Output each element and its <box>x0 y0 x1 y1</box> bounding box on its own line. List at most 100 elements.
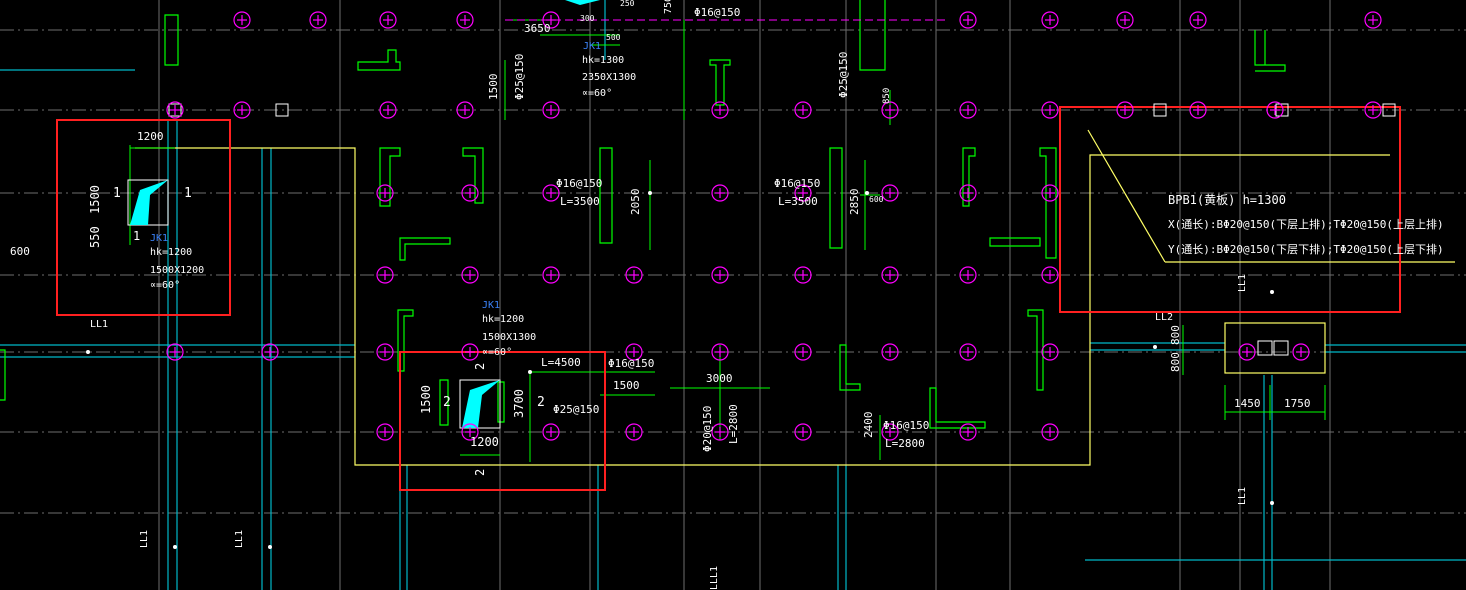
pile-marker <box>1266 101 1284 119</box>
rebar-mid2-bar: Φ16@150 <box>774 177 821 190</box>
highlight-slab-spec[interactable] <box>1059 106 1401 313</box>
pit-top-bar-v: Φ25@150 <box>513 53 526 100</box>
pit-top-hk: hk=1300 <box>582 55 625 66</box>
pile-marker <box>794 343 812 361</box>
pile-marker <box>233 101 251 119</box>
pit-top-angle: ∝=60° <box>582 88 613 99</box>
pit-left-dim-top: 1200 <box>137 130 164 143</box>
rebar-mid1-len: L=3500 <box>560 195 600 208</box>
pile-marker <box>711 101 729 119</box>
pile-marker <box>542 184 560 202</box>
pit-top-size: 2350X1300 <box>582 72 637 83</box>
pile-marker <box>309 11 327 29</box>
pit-center-outline <box>459 379 501 429</box>
rebar-low1-bar: Φ16@150 <box>608 357 655 370</box>
pit-center-size: 1500X1300 <box>482 332 537 343</box>
pile-marker <box>881 423 899 441</box>
pile-marker <box>542 11 560 29</box>
pit-center-side-right: 2 <box>537 395 545 410</box>
pile-marker <box>233 11 251 29</box>
pile-marker <box>881 343 899 361</box>
pile-marker <box>1116 11 1134 29</box>
pile-marker <box>376 184 394 202</box>
rebar-mid1-dim: 2050 <box>629 188 642 216</box>
right-block-w1: 1450 <box>1234 397 1261 410</box>
pit-center-dim-right: 3700 <box>512 389 526 418</box>
pile-marker <box>376 266 394 284</box>
pile-marker <box>376 343 394 361</box>
pit-center-side-top: 2 <box>473 362 487 370</box>
rebar-mid2-dim: 2850 <box>848 188 861 216</box>
pile-marker <box>959 101 977 119</box>
pit-center-bar: Φ25@150 <box>553 403 600 416</box>
highlight-center-pit[interactable] <box>399 351 606 491</box>
pit-left-fill <box>130 180 168 225</box>
pile-marker <box>1364 11 1382 29</box>
pile-marker <box>794 101 812 119</box>
pile-marker <box>881 184 899 202</box>
rebar-mid2-600: 600 <box>869 195 884 204</box>
pile-marker <box>456 11 474 29</box>
highlight-boxes[interactable] <box>56 106 1401 491</box>
pile-marker <box>1189 11 1207 29</box>
pile-markers <box>166 11 1382 441</box>
pile-marker <box>166 101 184 119</box>
pit-top-fill <box>565 0 600 5</box>
beam-ll1-b: LL1 <box>139 529 150 548</box>
pile-marker <box>1041 101 1059 119</box>
pile-marker <box>1116 101 1134 119</box>
pit-top-dim-1: 300 <box>580 14 595 23</box>
pile-marker <box>959 184 977 202</box>
pile-marker <box>959 343 977 361</box>
pile-marker <box>166 343 184 361</box>
pile-marker <box>542 423 560 441</box>
slab-title: BPB1(黄板) h=1300 <box>1168 193 1286 207</box>
highlight-left-pit[interactable] <box>56 119 231 316</box>
pit-top-dim-2: 250 <box>620 0 635 8</box>
rebar-low3-dim: 2400 <box>862 411 875 439</box>
rebar-mid2-len: L=3500 <box>778 195 818 208</box>
right-block-w2: 1750 <box>1284 397 1311 410</box>
pit-top-dim-5: 1500 <box>487 73 500 101</box>
slab-y-line: Y(通长):BΦ20@150(下层下排);TΦ20@150(上层下排) <box>1168 243 1444 256</box>
pit-left-hk: hk=1200 <box>150 247 193 258</box>
pit-center-angle: ∝=60° <box>482 347 513 358</box>
pile-marker <box>461 184 479 202</box>
pile-marker <box>711 184 729 202</box>
pile-marker <box>461 343 479 361</box>
pit-center-hk: hk=1200 <box>482 314 525 325</box>
pile-marker <box>261 343 279 361</box>
column-squares <box>168 103 1396 356</box>
pit-left-side-bottom: 1 <box>133 229 141 243</box>
pit-left-size: 1500X1200 <box>150 265 205 276</box>
rebar-bar-v-right: Φ25@150 <box>837 51 850 98</box>
slab-x-line: X(通长):BΦ20@150(下层上排);TΦ20@150(上层上排) <box>1168 218 1444 231</box>
rebar-low1-len: L=4500 <box>541 356 581 369</box>
pit-center-fill <box>462 380 500 428</box>
pile-marker <box>379 11 397 29</box>
pile-marker <box>959 266 977 284</box>
rebar-mid1-bar: Φ16@150 <box>556 177 603 190</box>
rebar-low2-bar: Φ20@150 <box>701 405 714 452</box>
rebar-top-bar: Φ16@150 <box>694 6 741 19</box>
pile-marker <box>711 423 729 441</box>
pile-marker <box>881 101 899 119</box>
pile-marker <box>794 266 812 284</box>
beam-ll1-a: LL1 <box>90 319 109 330</box>
pit-left-dim-h2: 550 <box>88 226 102 248</box>
nodes <box>86 191 1274 549</box>
right-block-label: LL2 <box>1155 312 1174 323</box>
beam-ll1-c: LL1 <box>234 529 245 548</box>
pit-left-side-right: 1 <box>184 186 192 201</box>
pit-top-dim-3: 500 <box>606 33 621 42</box>
pile-marker <box>1041 11 1059 29</box>
rebar-dim-3000: 3000 <box>706 372 733 385</box>
pile-marker <box>1292 343 1310 361</box>
pile-marker <box>959 423 977 441</box>
pit-center-name: JK1 <box>482 300 501 311</box>
dimension-lines <box>129 19 1326 462</box>
pile-marker <box>461 266 479 284</box>
pile-marker <box>456 101 474 119</box>
